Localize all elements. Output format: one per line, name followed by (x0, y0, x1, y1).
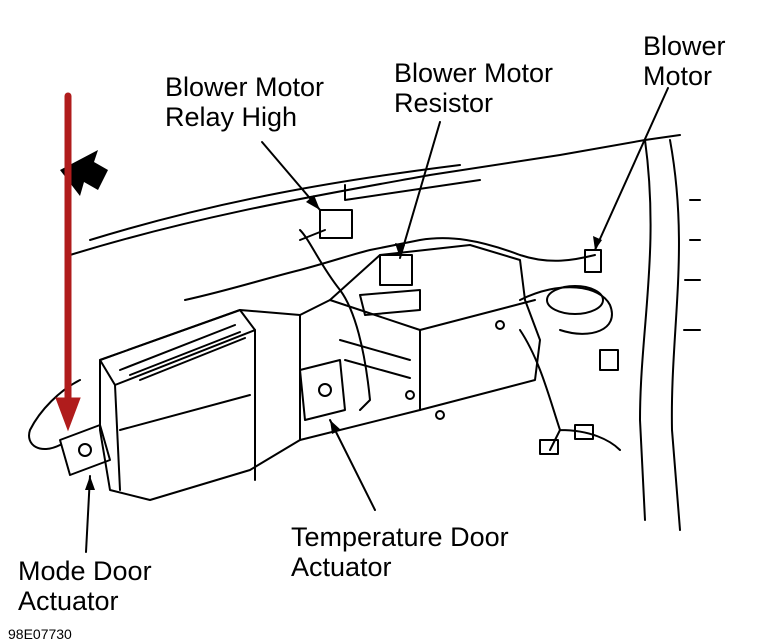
mode-door-actuator-body (59, 424, 111, 476)
label-temperature-door-actuator: Temperature Door Actuator (291, 522, 509, 582)
label-line: Resistor (394, 88, 494, 118)
label-line: Temperature Door (291, 522, 509, 552)
label-blower-motor-resistor: Blower Motor Resistor (394, 58, 553, 118)
resistor-component (379, 254, 413, 286)
label-line: Mode Door (18, 556, 152, 586)
highlight-arrow (55, 92, 81, 432)
leader-lines (85, 87, 669, 553)
cowl-panel (639, 139, 652, 521)
temp-door-actuator-body (299, 359, 346, 421)
label-line: Blower (643, 31, 726, 61)
forward-arrow-icon (60, 150, 108, 196)
label-line: Blower Motor (394, 58, 554, 88)
relay-component (319, 209, 353, 239)
label-line: Motor (643, 61, 713, 91)
label-blower-motor-relay-high: Blower Motor Relay High (165, 72, 324, 132)
blower-housing (519, 286, 613, 335)
figure-id: 98E07730 (8, 626, 72, 642)
wire-harness (184, 237, 596, 301)
label-mode-door-actuator: Mode Door Actuator (18, 556, 152, 616)
label-line: Relay High (165, 102, 298, 132)
label-line: Actuator (18, 586, 119, 616)
label-line: Actuator (291, 552, 392, 582)
motor-connector (584, 249, 602, 273)
label-line: Blower Motor (165, 72, 325, 102)
dashboard-outline (69, 134, 681, 256)
hvac-housing (99, 244, 541, 501)
label-blower-motor: Blower Motor (643, 31, 726, 91)
